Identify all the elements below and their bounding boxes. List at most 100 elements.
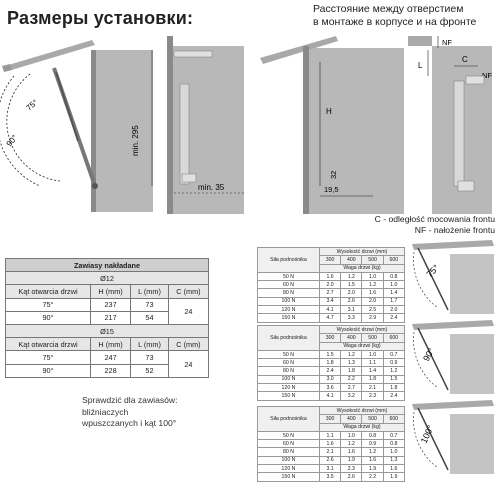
cell-weight: 0.9 — [382, 358, 406, 368]
label-h: H — [326, 107, 332, 116]
cell-weight: 2.7 — [318, 288, 342, 298]
open-flap — [260, 36, 338, 64]
cell-c: 24 — [167, 297, 210, 325]
cell-weight: 1.5 — [318, 349, 342, 360]
cell-force: 80 N — [257, 366, 320, 376]
col-angle: Kąt otwarcia drzwi — [5, 337, 91, 352]
cell-force: 150 N — [257, 472, 320, 482]
group-diameter: Ø12 — [5, 271, 209, 286]
cell-force: 60 N — [257, 439, 320, 449]
cell: 90° — [5, 310, 91, 325]
col-height-value: 400 — [340, 255, 363, 265]
label-75: 75° — [25, 98, 40, 113]
cabinet — [450, 414, 494, 474]
top-mount — [465, 75, 485, 85]
cell-weight: 1.6 — [361, 288, 384, 298]
cell-weight: 2.5 — [361, 305, 384, 315]
diagram-side-view: min. 35 — [167, 36, 244, 214]
cell-force: 150 N — [257, 391, 320, 401]
cell-force: 100 N — [257, 296, 320, 307]
cell-weight: 1.5 — [382, 374, 406, 385]
cell-weight: 3.1 — [340, 305, 363, 315]
cell-weight: 1.9 — [361, 464, 384, 474]
cell: 217 — [89, 310, 132, 325]
col-height-value: 300 — [318, 333, 342, 343]
cell-weight: 1.8 — [361, 374, 384, 385]
cell-weight: 3.3 — [340, 313, 363, 323]
cell-force: 100 N — [257, 455, 320, 466]
col-height-value: 500 — [361, 333, 384, 343]
cell-weight: 4.1 — [318, 305, 342, 315]
hinge-table: Zawiasy nakładane Ø12 Kąt otwarcia drzwi… — [5, 257, 210, 378]
label-100: 100° — [419, 423, 436, 444]
legend-nf: NF - nałożenie frontu — [414, 225, 495, 235]
gas-strut — [453, 80, 465, 187]
col-height-value: 300 — [318, 255, 342, 265]
subtitle: Расстояние между отверстием в монтаже в … — [313, 3, 476, 28]
cell-weight: 1.8 — [382, 383, 406, 393]
open-flap — [5, 40, 95, 71]
cell-force: 80 N — [257, 447, 320, 457]
strut — [417, 407, 449, 471]
cell-weight: 1.2 — [361, 447, 384, 457]
cell-weight: 1.7 — [382, 296, 406, 307]
arc — [413, 411, 439, 469]
fan-diagram-100: 100° — [412, 400, 494, 474]
bottom-mount — [457, 180, 475, 192]
cell-weight: 1.1 — [318, 430, 342, 441]
arc — [413, 251, 439, 309]
diagram-lc-nf: NF L C NF — [408, 36, 492, 214]
cell-weight: 1.3 — [340, 358, 363, 368]
cell-weight: 1.0 — [361, 271, 384, 282]
subtitle-line-2: в монтаже в корпусе и на фронте — [313, 15, 477, 28]
cell-weight: 0.8 — [361, 430, 384, 441]
cell-weight: 2.4 — [318, 366, 342, 376]
legend-c: C - odległość mocowania frontu — [374, 214, 495, 224]
cell-weight: 1.2 — [361, 280, 384, 290]
cell-force: 50 N — [257, 271, 320, 282]
arc-75 — [6, 73, 61, 182]
col-height-value: 600 — [382, 333, 406, 343]
cell-weight: 0.7 — [382, 430, 406, 441]
col-height-value: 400 — [340, 414, 363, 424]
cell: 52 — [130, 363, 169, 378]
cell-weight: 1.6 — [318, 271, 342, 282]
cell: 75° — [5, 297, 91, 312]
cell-weight: 1.6 — [318, 439, 342, 449]
cell-weight: 1.2 — [340, 271, 363, 282]
top-mechanism — [173, 50, 213, 58]
cell-force: 100 N — [257, 374, 320, 385]
cell-weight: 1.2 — [340, 349, 363, 360]
note-line-3: wpuszczanych i kąt 100° — [82, 418, 177, 428]
col-c: C (mm) — [167, 337, 210, 352]
label-nf-top: NF — [442, 38, 452, 47]
cell-weight: 1.4 — [361, 366, 384, 376]
legend: C - odległość mocowania frontu NF - nało… — [355, 214, 495, 236]
strut — [417, 327, 449, 391]
col-force: Siła podnośnika — [257, 247, 320, 273]
cell-weight: 1.9 — [382, 472, 406, 482]
cabinet-front-edge — [91, 50, 96, 212]
note-line-1: Sprawdzić dla zawiasów: — [82, 395, 178, 405]
cell-weight: 2.7 — [340, 383, 363, 393]
hinge-table-title: Zawiasy nakładane — [5, 257, 209, 273]
arc-90 — [0, 75, 41, 187]
cell-weight: 1.5 — [340, 280, 363, 290]
cell-weight: 2.2 — [361, 472, 384, 482]
cell-weight: 1.0 — [382, 447, 406, 457]
label-min-295: min. 295 — [131, 125, 140, 156]
cell: 228 — [89, 363, 132, 378]
cell-weight: 0.8 — [382, 439, 406, 449]
strut-mount — [92, 183, 98, 189]
cell-weight: 2.4 — [382, 391, 406, 401]
